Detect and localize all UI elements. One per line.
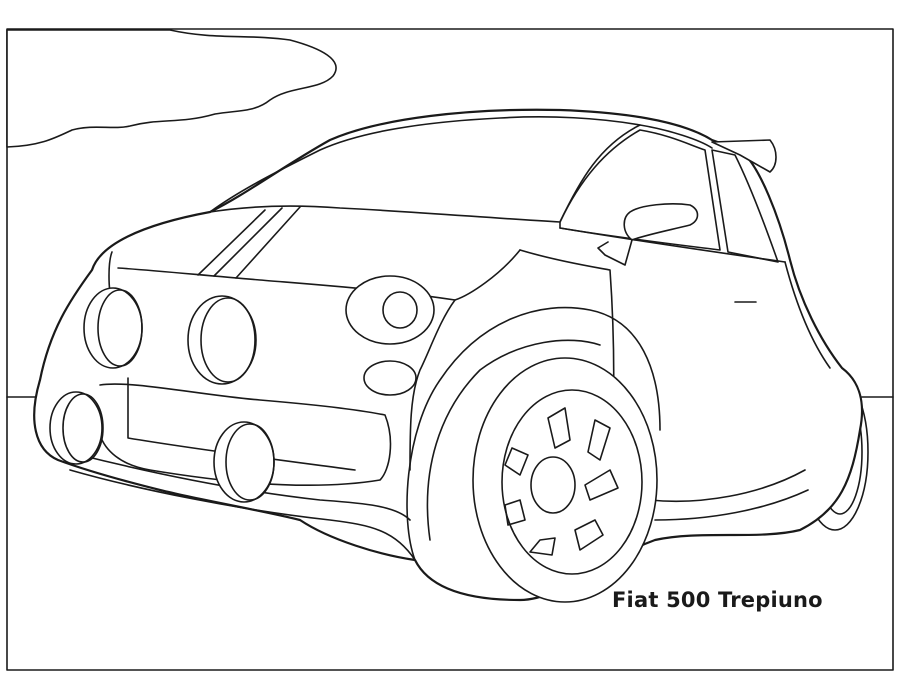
rim-slot — [504, 447, 529, 476]
front-wheel-rim — [501, 389, 643, 575]
front-wheel-arch-inner — [426, 339, 601, 541]
belt-line — [559, 227, 786, 263]
indicator-light-inner — [382, 291, 418, 329]
front-bumper — [99, 383, 392, 486]
rear-side-panel — [784, 261, 831, 369]
bumper-lip — [79, 454, 411, 521]
rim-slot — [587, 419, 611, 461]
rim-slot — [547, 407, 571, 449]
fog-light-right — [213, 421, 275, 503]
rim-slot — [584, 469, 619, 501]
cloud-outline — [6, 29, 337, 148]
page-border — [6, 28, 894, 671]
front-wheel-hub — [530, 456, 576, 514]
headlight-right-inner — [200, 297, 256, 383]
hood-stripe-left — [197, 209, 266, 276]
mirror-arm — [597, 239, 633, 266]
headlight-left — [83, 287, 143, 369]
side-sill-2 — [654, 489, 809, 521]
car-body-outline — [33, 108, 864, 602]
hood-stripe-right — [235, 206, 301, 279]
rim-slot — [504, 499, 526, 526]
fog-light-right-inner — [225, 423, 275, 501]
fender-line — [409, 299, 456, 471]
rear-spoiler — [711, 139, 777, 173]
side-mirror — [623, 203, 699, 241]
hood-stripe-left-2 — [213, 207, 283, 277]
hood-edge — [117, 249, 521, 301]
rim-slot — [574, 519, 604, 551]
side-sill — [649, 469, 806, 503]
fog-light-left — [49, 391, 103, 465]
front-wheel-tire — [472, 357, 658, 603]
rim-slot — [529, 537, 556, 556]
front-wheel-arch — [406, 306, 661, 561]
bumper-lip-2 — [69, 469, 416, 561]
side-window-rear — [711, 149, 779, 263]
indicator-light-outer — [345, 275, 435, 345]
side-marker-light — [363, 360, 417, 396]
headlight-left-inner — [97, 289, 143, 367]
roof-line — [639, 124, 713, 149]
fog-light-left-inner — [62, 393, 104, 463]
car-model-caption: Fiat 500 Trepiuno — [612, 588, 823, 612]
